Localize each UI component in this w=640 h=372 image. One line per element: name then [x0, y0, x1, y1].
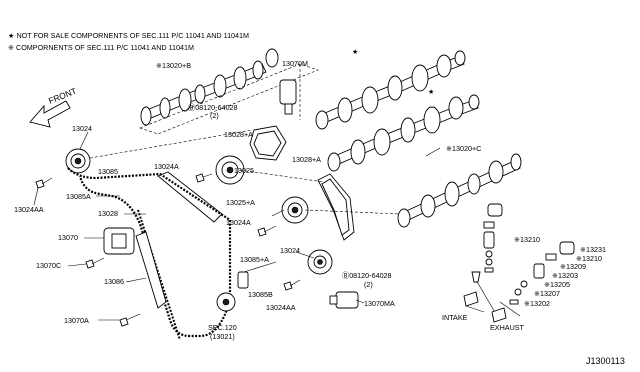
camshaft-upper-right	[315, 50, 466, 130]
cover-13028a-top	[249, 125, 287, 161]
label-13070a: 13070A	[64, 316, 89, 325]
slack-guide-13086	[135, 231, 167, 309]
label-13210-left: ※13210	[514, 235, 540, 244]
bolt-13024a-mid	[257, 225, 277, 237]
label-13085a: 13085A	[66, 192, 91, 201]
label-13025a: 13025+A	[226, 198, 255, 207]
label-13020c: ※13020+C	[446, 144, 481, 153]
crank-sprocket	[216, 292, 236, 312]
label-13028: 13028	[98, 209, 118, 218]
bolt-13024aa-left	[35, 177, 53, 189]
camshaft-13020c	[397, 153, 522, 228]
label-13085b: 13085B	[248, 290, 273, 299]
label-13210-right: ※13210	[576, 254, 602, 263]
front-arrow-icon	[29, 100, 71, 128]
star-marker-1: ★	[352, 47, 358, 56]
label-13025: 13025	[234, 166, 254, 175]
note-not-for-sale: ★ NOT FOR SALE COMPORNENTS OF SEC.111 P/…	[8, 31, 249, 40]
camshaft-middle-right	[327, 94, 480, 172]
label-13028a-top: 13028+A	[224, 130, 253, 139]
label-sec120-sub: (13021)	[210, 332, 235, 341]
tensioner-13070	[103, 227, 135, 255]
label-13231: ※13231	[580, 245, 606, 254]
label-13209: ※13209	[560, 262, 586, 271]
label-13024: 13024	[72, 124, 92, 133]
label-intake: INTAKE	[442, 313, 468, 322]
sprocket-13024-left	[65, 148, 91, 174]
valve-assembly	[463, 203, 575, 323]
label-13024aa-left: 13024AA	[14, 205, 44, 214]
label-13070ma: 13070MA	[364, 299, 395, 308]
label-08120-top-qty: (2)	[210, 111, 219, 120]
actuator-13070ma	[329, 291, 359, 309]
label-13202: ※13202	[524, 299, 550, 308]
label-13085: 13085	[98, 167, 118, 176]
label-13070m: 13070M	[282, 59, 308, 68]
label-13070: 13070	[58, 233, 78, 242]
chain-guide-13085	[157, 171, 223, 223]
label-13024aa-bot: 13024AA	[266, 303, 296, 312]
diagram-code: J1300113	[586, 356, 625, 366]
guide-13085b	[237, 271, 249, 289]
label-13086: 13086	[104, 277, 124, 286]
timing-chain-13028	[67, 167, 232, 341]
label-13070c: 13070C	[36, 261, 61, 270]
label-13205: ※13205	[544, 280, 570, 289]
label-13020b: ※13020+B	[156, 61, 191, 70]
cover-13028a-mid	[317, 173, 355, 241]
bolt-13024aa-bottom	[283, 279, 301, 291]
label-08120-top: Ⓑ08120-64028	[188, 103, 238, 112]
star-marker-2: ★	[428, 87, 434, 96]
note-components: ※ COMPORNENTS OF SEC.111 P/C 11041 AND 1…	[8, 43, 194, 52]
label-sec120: SEC.120	[208, 323, 237, 332]
label-13024a-top: 13024A	[154, 162, 179, 171]
label-13024a-mid: 13024A	[226, 218, 251, 227]
label-13085a-plus: 13085+A	[240, 255, 269, 264]
bolt-13070a	[119, 313, 141, 327]
camshaft-13020b	[140, 48, 279, 126]
label-13203: ※13203	[552, 271, 578, 280]
label-13028a-mid: 13028+A	[292, 155, 321, 164]
label-exhaust: EXHAUST	[490, 323, 525, 332]
sprocket-13024-mid	[307, 249, 333, 275]
sprocket-13025a	[281, 196, 309, 224]
label-08120-bot-qty: (2)	[364, 280, 373, 289]
label-13024-mid: 13024	[280, 246, 300, 255]
bolt-13070c	[85, 257, 105, 269]
label-08120-bot: Ⓑ08120-64028	[342, 271, 392, 280]
actuator-13070m	[279, 79, 297, 115]
sprocket-13025	[215, 155, 245, 185]
bolt-13024a-top	[195, 173, 213, 183]
label-13207: ※13207	[534, 289, 560, 298]
